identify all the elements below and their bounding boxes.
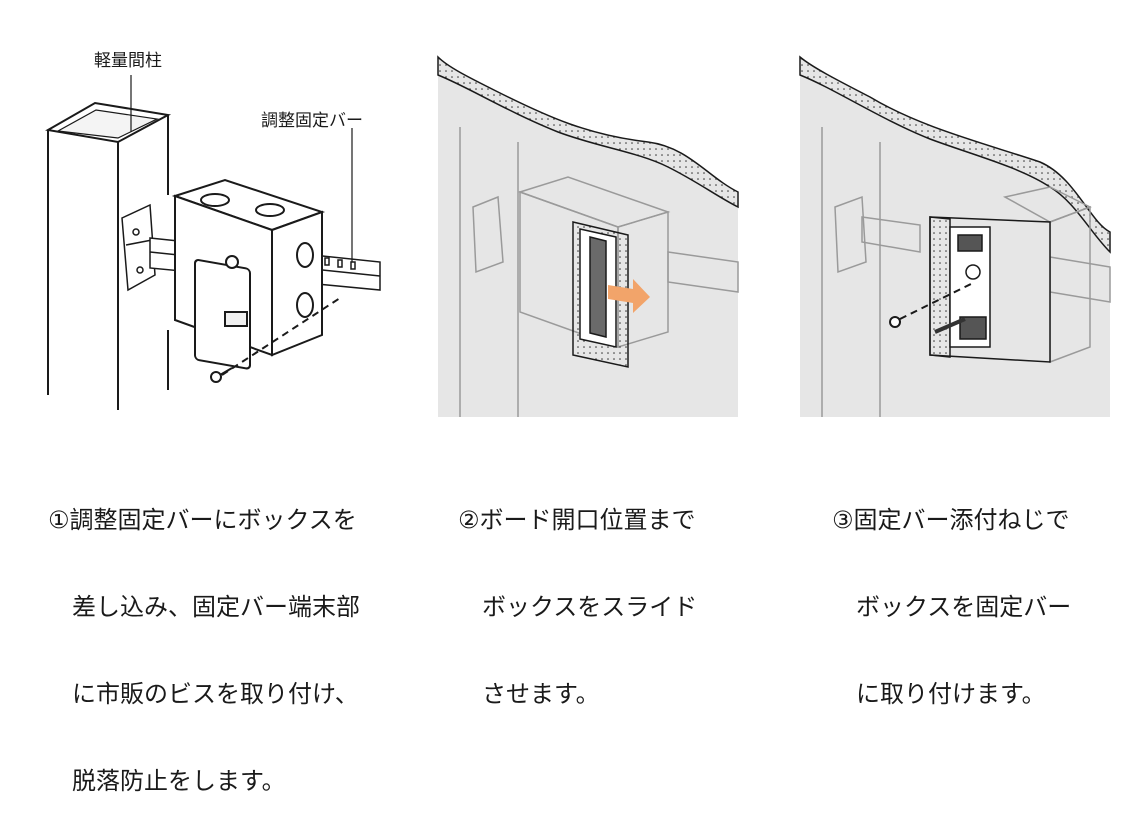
- step2-board-edge: [437, 55, 739, 209]
- step2-drawing: [437, 55, 739, 417]
- step1-drawing: [45, 75, 381, 410]
- step2-caption-line: ボックスをスライド: [458, 593, 698, 621]
- outlet-box: [171, 178, 326, 370]
- step3-caption-line: に取り付けます。: [832, 680, 1046, 708]
- step3-box-front: [929, 216, 1051, 363]
- step3-caption-line: ボックスを固定バー: [832, 593, 1072, 621]
- step3-illustration: [799, 55, 1111, 417]
- step2-board-cut: [438, 57, 738, 192]
- step2-illustration: [437, 55, 739, 417]
- step2-ghost-parts: [459, 127, 739, 417]
- step3-caption: ③固定バー添付ねじで ボックスを固定バー に取り付けます。: [832, 448, 1071, 738]
- step1-illustration: 軽量間柱 調整固定バー: [0, 0, 400, 430]
- step1-caption-line: ①調整固定バーにボックスを: [48, 506, 357, 534]
- steel-stud: [45, 101, 172, 410]
- step2-caption-line: させます。: [458, 680, 600, 708]
- step2-caption-line: ②ボード開口位置まで: [458, 506, 696, 534]
- step1-caption-line: に市販のビスを取り付け、: [48, 680, 359, 708]
- step1-caption-line: 差し込み、固定バー端末部: [48, 593, 360, 621]
- step3-drawing: [799, 55, 1111, 417]
- step1-caption-line: 脱落防止をします。: [48, 767, 286, 795]
- stud-bracket: [121, 203, 156, 292]
- step3-caption-line: ③固定バー添付ねじで: [832, 506, 1070, 534]
- step3-board-edge: [799, 55, 1111, 254]
- step2-caption: ②ボード開口位置まで ボックスをスライド させます。: [458, 448, 697, 738]
- screw-icon: [210, 297, 341, 383]
- step2-box-front: [572, 221, 629, 368]
- slide-arrow-icon: [608, 279, 650, 313]
- label-adjusting-bar: 調整固定バー: [261, 111, 363, 131]
- label-stud: 軽量間柱: [94, 51, 162, 71]
- fixing-screw-icon: [889, 281, 976, 334]
- step1-caption: ①調整固定バーにボックスを 差し込み、固定バー端末部 に市販のビスを取り付け、 …: [48, 448, 360, 825]
- label-leaders: [130, 75, 353, 262]
